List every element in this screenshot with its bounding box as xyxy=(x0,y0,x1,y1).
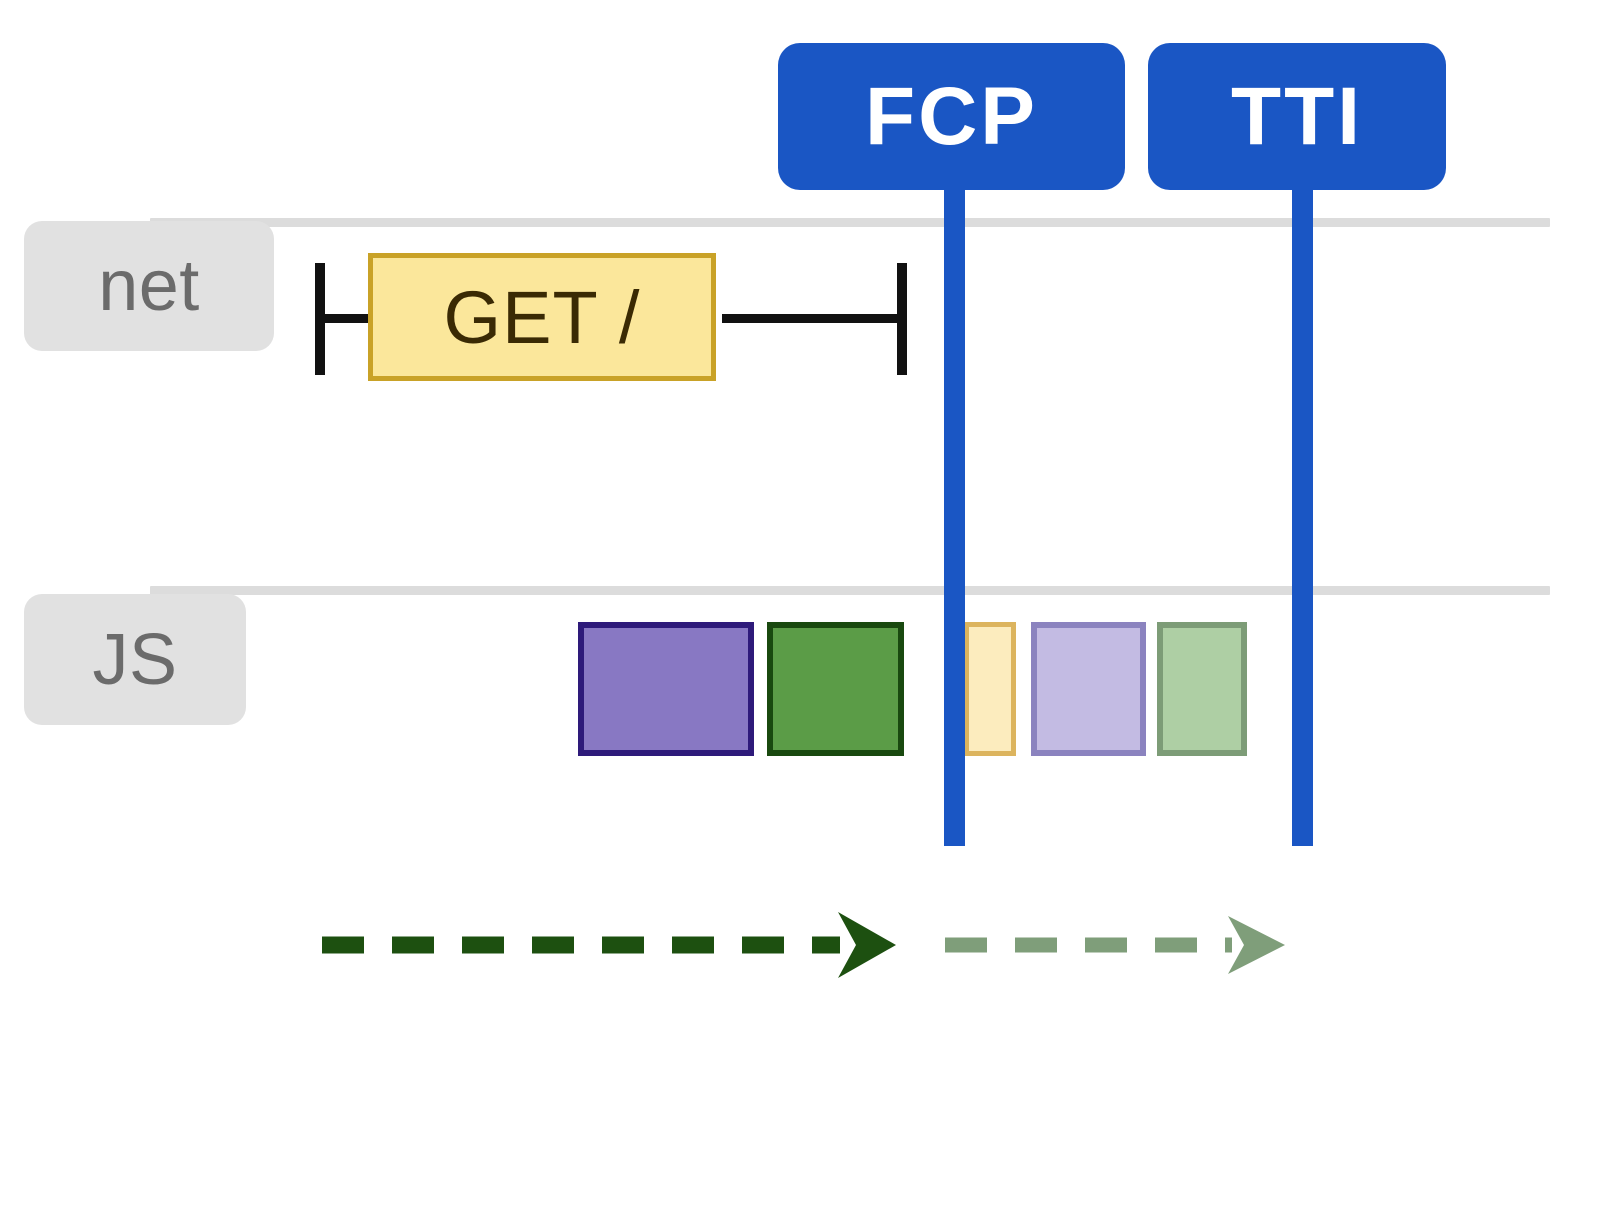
fcp-marker-line xyxy=(944,186,965,846)
phase-js-optional: JS (optional) xyxy=(0,900,1600,1140)
js-task-block-yellow-thin xyxy=(964,622,1016,756)
request-bar-get: GET / xyxy=(368,253,716,381)
js-task-block-purple xyxy=(578,622,754,756)
fcp-badge: FCP xyxy=(778,43,1125,190)
tti-badge: TTI xyxy=(1148,43,1446,190)
streaming-dashed-arrow-icon xyxy=(322,912,896,978)
js-task-block-sage xyxy=(1157,622,1247,756)
row-label-net: net xyxy=(24,221,274,351)
request-end-whisker xyxy=(722,314,907,323)
row-label-js: JS xyxy=(24,594,246,725)
tti-marker-line xyxy=(1292,186,1313,846)
js-task-block-green xyxy=(767,622,904,756)
js-optional-dashed-arrow-icon xyxy=(945,916,1285,974)
net-track-rule xyxy=(150,218,1550,227)
request-start-whisker xyxy=(315,314,375,323)
js-task-block-lavender xyxy=(1031,622,1146,756)
js-track-rule xyxy=(150,586,1550,595)
phase-streaming: Streaming xyxy=(0,900,1600,1020)
request-end-cap xyxy=(897,263,907,375)
